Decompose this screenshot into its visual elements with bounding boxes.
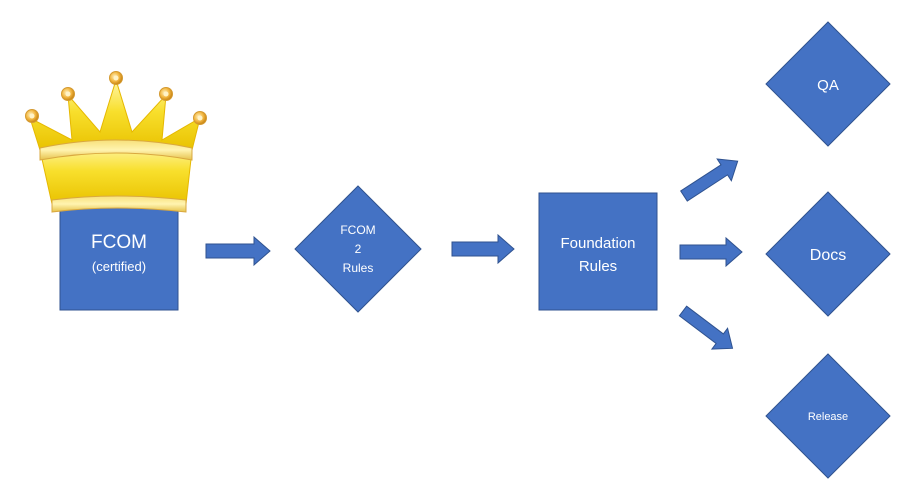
arrow-foundation-to-qa [680, 158, 739, 202]
foundation-line1: Foundation [560, 235, 635, 252]
fcom-title: FCOM [91, 232, 147, 253]
arrow-foundation-to-release [678, 305, 734, 350]
release-label: Release [808, 411, 848, 423]
docs-label: Docs [810, 247, 846, 264]
arrow-fcom2rules-to-foundation [451, 233, 515, 265]
fcom2rules-line1: FCOM [340, 223, 375, 237]
fcom2rules-line3: Rules [343, 261, 374, 275]
arrow-fcom-to-fcom2rules [205, 235, 271, 267]
qa-label: QA [817, 77, 839, 94]
arrow-foundation-to-docs [679, 236, 743, 268]
docs-node[interactable]: Docs [765, 191, 891, 317]
fcom-node[interactable]: FCOM (certified) [59, 195, 179, 311]
foundation-rules-node[interactable]: Foundation Rules [538, 192, 658, 311]
foundation-line2: Rules [579, 258, 617, 275]
crown-icon [25, 71, 207, 213]
fcom2rules-line2: 2 [355, 242, 362, 256]
fcom2rules-node[interactable]: FCOM 2 Rules [294, 185, 422, 313]
fcom-subtitle: (certified) [92, 259, 146, 274]
qa-node[interactable]: QA [765, 21, 891, 147]
release-node[interactable]: Release [765, 353, 891, 479]
